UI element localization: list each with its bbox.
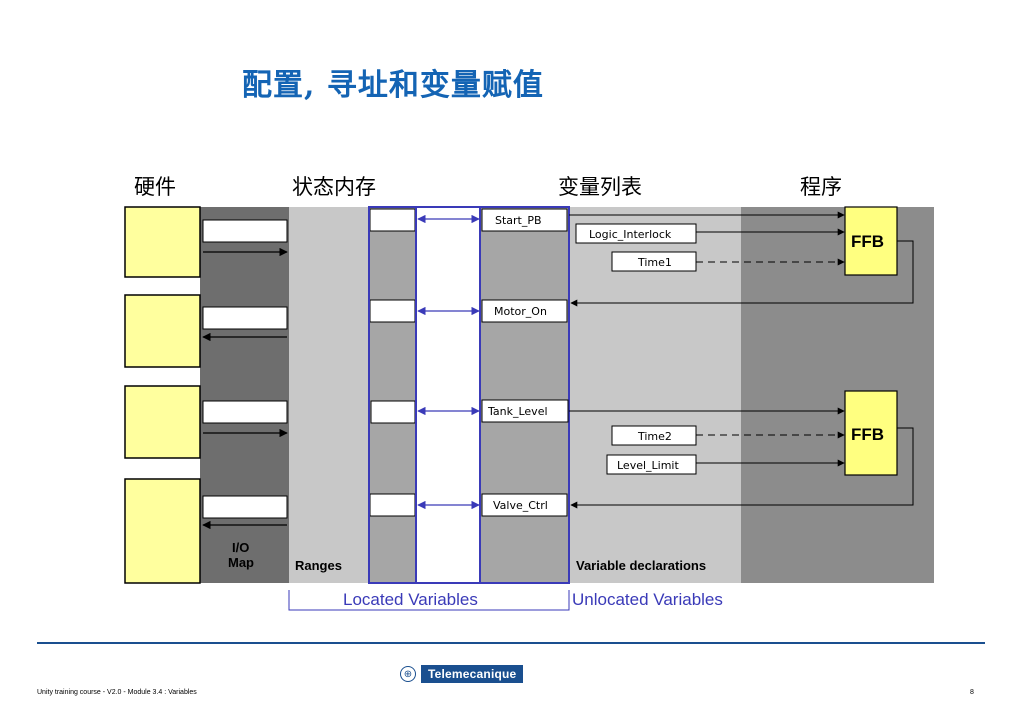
ffb-block [844, 206, 898, 276]
footer-divider [37, 642, 985, 644]
located-var-name: Valve_Ctrl [493, 499, 548, 512]
located-var-name: Tank_Level [487, 405, 548, 418]
hardware-module [124, 206, 201, 278]
state-ram-cell [370, 400, 416, 424]
footer-course: Unity training course - V2.0 - Module 3.… [37, 689, 197, 696]
feedback-wire [570, 240, 914, 307]
hardware-module [124, 478, 201, 584]
state-ram-cell [369, 208, 416, 232]
located-variables-label: Located Variables [343, 590, 478, 609]
located-var-box [481, 493, 568, 517]
ffb-label: FFB [851, 425, 884, 444]
ffb-block [844, 390, 898, 476]
ranges-strip [289, 207, 369, 583]
io-map-cell [202, 400, 288, 424]
page-title: 配置, 寻址和变量赋值 [242, 68, 544, 103]
logo-text: Telemecanique [421, 665, 524, 683]
hardware-module [124, 385, 201, 459]
located-var-name: Motor_On [494, 305, 547, 318]
feedback-wire [570, 427, 914, 509]
ranges-label: Ranges [295, 558, 342, 573]
state-ram-cell [369, 299, 416, 323]
program-strip [741, 207, 934, 583]
header-state-ram: 状态内存 [292, 175, 376, 199]
header-variable-list: 变量列表 [558, 175, 642, 199]
unlocated-variables-label: Unlocated Variables [572, 590, 723, 609]
declarations-label: Variable declarations [576, 558, 706, 573]
located-var-box [481, 299, 568, 323]
page-number: 8 [970, 689, 974, 696]
io-map-cell [202, 306, 288, 330]
telemecanique-mark-icon: ⊕ [400, 666, 416, 682]
hardware-module [124, 294, 201, 368]
unlocated-var-box [606, 454, 697, 475]
unlocated-var-name: Time2 [637, 430, 672, 443]
state-ram-cell [369, 493, 416, 517]
located-bracket [288, 590, 570, 611]
located-var-name: Start_PB [495, 214, 542, 227]
header-hardware: 硬件 [134, 175, 176, 199]
unlocated-var-name: Time1 [637, 256, 672, 269]
unlocated-var-box [575, 223, 697, 244]
io-map-cell [202, 219, 288, 243]
unlocated-var-name: Logic_Interlock [589, 228, 672, 241]
variables-diagram: Start_PB Motor_On Tank_Level Valve_Ctrl … [124, 206, 934, 611]
located-link-column [415, 206, 481, 584]
unlocated-var-name: Level_Limit [617, 459, 679, 472]
located-var-box [481, 399, 569, 423]
telemecanique-logo: ⊕ Telemecanique [400, 664, 524, 684]
located-var-box [481, 208, 568, 232]
io-map-strip [200, 207, 289, 583]
header-program: 程序 [800, 175, 842, 199]
io-map-label: I/O Map [228, 540, 254, 570]
io-map-cell [202, 495, 288, 519]
ffb-label: FFB [851, 232, 884, 251]
